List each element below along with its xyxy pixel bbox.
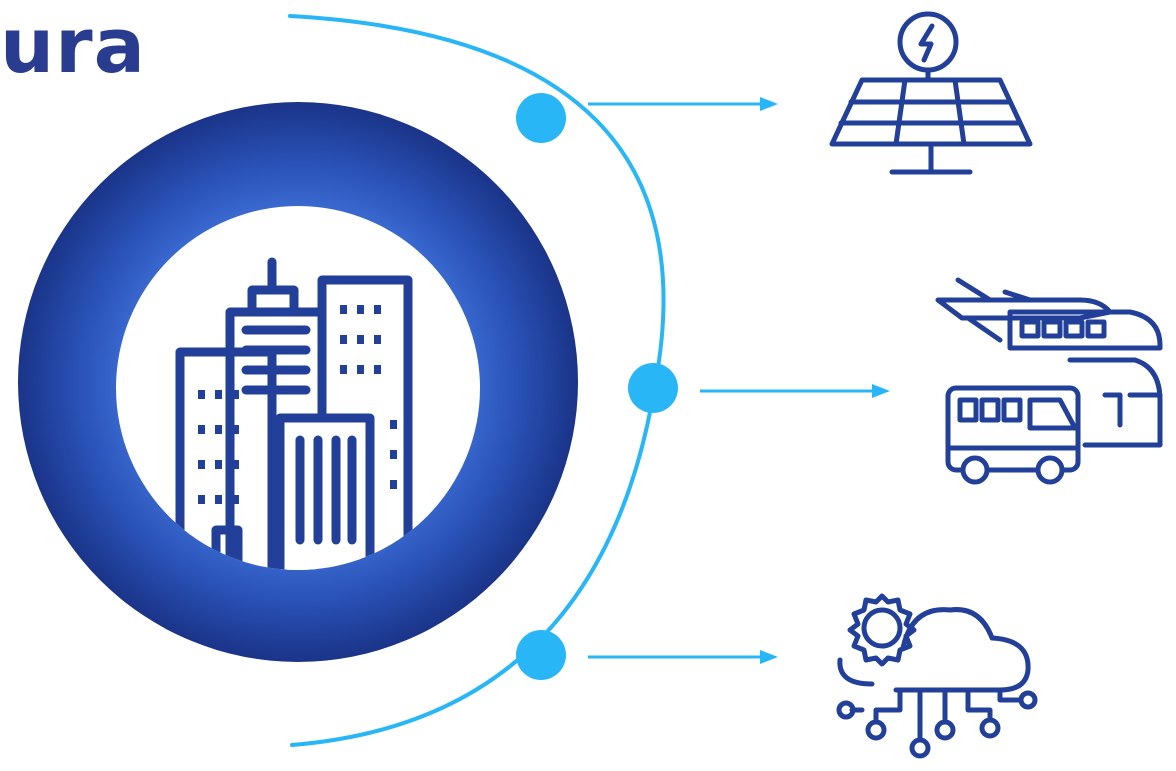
node-top [516,93,566,143]
arrow-middle [700,384,890,398]
city-buildings-icon [175,257,413,570]
arrow-top [588,97,778,111]
node-bottom [516,630,566,680]
solar-panel-icon [829,11,1033,175]
cloud-computing-icon [836,593,1038,759]
hub [18,102,578,662]
title-fragment: ura [0,1,146,90]
transport-icon [935,277,1163,485]
node-middle [628,363,678,413]
arrow-bottom [588,650,778,664]
